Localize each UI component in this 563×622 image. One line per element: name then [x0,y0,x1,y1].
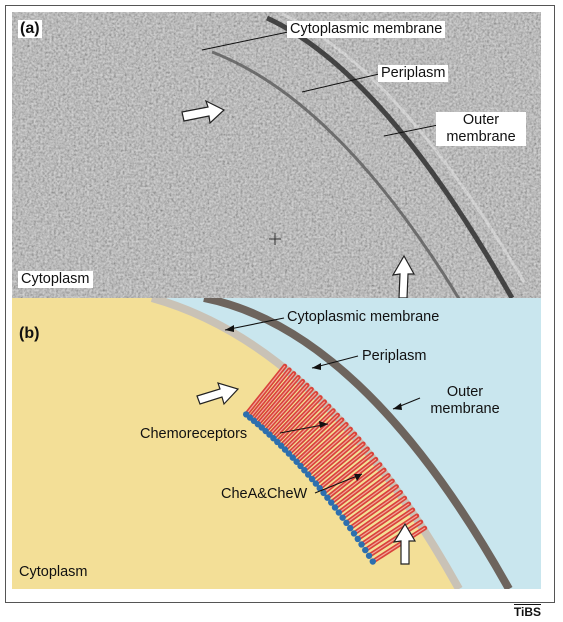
chemoreceptor-highlight [274,392,317,438]
chea-chew-complex [350,530,358,537]
micrograph-label-outer-line2: membrane [446,129,516,145]
schematic-label-chea-chew: CheA&CheW [221,486,308,502]
chea-chew-complex [297,462,304,470]
schematic-label-chemoreceptors: Chemoreceptors [140,426,248,442]
panel-b-tag: (b) [19,325,40,342]
chemoreceptor-highlight [293,414,339,457]
schematic-label-outer-line2: membrane [430,401,500,417]
chemoreceptor-highlight [262,380,304,427]
chemoreceptor-highlight [270,388,313,434]
chemoreceptor-highlight [297,419,343,461]
chea-chew-complex [312,480,320,487]
schematic-label-periplasm: Periplasm [362,348,427,364]
panel-b-schematic: (b) Cytoplasmic membrane Periplasm Outer… [12,298,541,589]
chea-chew-complex [281,446,289,453]
schematic-label-outer-line1: Outer [446,384,484,400]
schematic-drawing [12,298,541,589]
micrograph-label-cytoplasm: Cytoplasm [18,271,93,288]
chemoreceptor-highlight [366,515,418,550]
chea-chew-complex [354,535,361,543]
chea-chew-complex [301,467,308,474]
chea-chew-complex [331,504,339,511]
micrograph-label-cytoplasmic-membrane: Cytoplasmic membrane [287,21,446,38]
chea-chew-complex [335,509,343,516]
chemoreceptor-highlight [351,491,402,528]
chea-chew-complex [289,454,296,461]
micrograph-cytoplasmic-membrane [211,50,461,298]
chemoreceptor-highlight [317,443,364,483]
chemoreceptor-highlight [332,464,381,502]
journal-credit: TiBS [513,604,541,619]
chemoreceptor-highlight [336,469,385,507]
chemoreceptor-highlight [309,433,356,474]
chea-chew-complex [316,485,323,492]
chemoreceptor-highlight [320,448,368,488]
chemoreceptor-array [242,363,428,565]
chea-chew-complex [293,458,300,465]
micrograph-leader-lines [201,31,439,137]
chea-chew-complex [362,546,369,554]
chemoreceptor-highlight [254,373,295,420]
schematic-label-outer-membrane: Outer membrane [420,384,510,418]
chemoreceptor-highlight [266,384,308,430]
chemoreceptor-highlight [313,438,360,479]
chemoreceptor-highlight [362,509,414,544]
panel-a-tag: (a) [18,20,42,38]
micrograph-label-periplasm: Periplasm [378,65,449,82]
micrograph-label-outer-membrane: Outer membrane [436,112,526,146]
chemoreceptor-highlight [258,376,299,424]
schematic-label-cytoplasmic-membrane: Cytoplasmic membrane [287,309,440,325]
chea-chew-complex [369,558,376,565]
chea-chew-complex [328,499,335,506]
chea-chew-complex [320,489,327,497]
chea-chew-complex [324,494,331,501]
micrograph-cross-mark [269,233,281,245]
chea-chew-complex [308,475,316,483]
chemoreceptor-highlight [340,474,389,512]
micrograph-arrow-bottom [391,254,416,298]
chea-chew-complex [339,514,346,521]
chemoreceptor-highlight [278,396,321,441]
schematic-label-cytoplasm: Cytoplasm [19,564,88,580]
chea-chew-complex [277,442,285,449]
chemoreceptor-highlight [374,527,426,561]
chea-chew-complex [305,471,312,478]
chemoreceptor-highlight [301,423,347,466]
chemoreceptor-highlight [343,480,393,517]
micrograph-arrow-left [181,99,226,125]
chemoreceptor-highlight [289,410,334,453]
chemoreceptor-highlight [282,401,326,445]
micrograph-label-outer-line1: Outer [462,112,500,128]
outer-membrane-band [203,298,513,589]
chea-chew-complex [285,450,293,457]
chemoreceptor-highlight [246,365,286,414]
schematic-arrow-bottom [392,522,417,565]
chemoreceptor-highlight [250,369,290,417]
chemoreceptor-highlight [347,485,398,523]
chea-chew-complex [365,552,373,559]
chea-chew-complex [343,519,350,527]
panel-a-micrograph: (a) Cytoplasmic membrane Periplasm Outer… [12,12,541,298]
chemoreceptor-highlight [359,503,410,539]
chemoreceptor-highlight [305,428,352,470]
micrograph-image [12,12,541,298]
chea-chew-complex [358,541,365,548]
chemoreceptor-highlight [355,497,406,533]
chemoreceptor-highlight [286,405,330,449]
schematic-arrow-left [196,382,240,406]
schematic-leader-arrowheads [225,325,402,481]
chea-chew-complex [347,524,354,532]
